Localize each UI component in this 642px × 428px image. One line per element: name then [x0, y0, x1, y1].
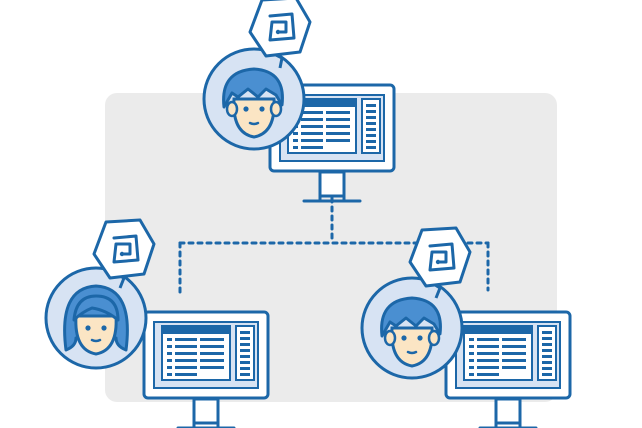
workstation-left — [44, 218, 270, 428]
spiral-thought-icon — [248, 0, 312, 58]
workstation-right — [360, 226, 572, 428]
monitor-icon — [444, 310, 572, 428]
user-avatar-icon — [360, 276, 464, 380]
user-avatar-icon — [202, 47, 306, 151]
spiral-thought-icon — [92, 218, 156, 280]
user-avatar-icon — [44, 266, 148, 370]
spiral-thought-icon — [408, 226, 472, 288]
workstation-top — [202, 0, 396, 203]
monitor-icon — [142, 310, 270, 428]
